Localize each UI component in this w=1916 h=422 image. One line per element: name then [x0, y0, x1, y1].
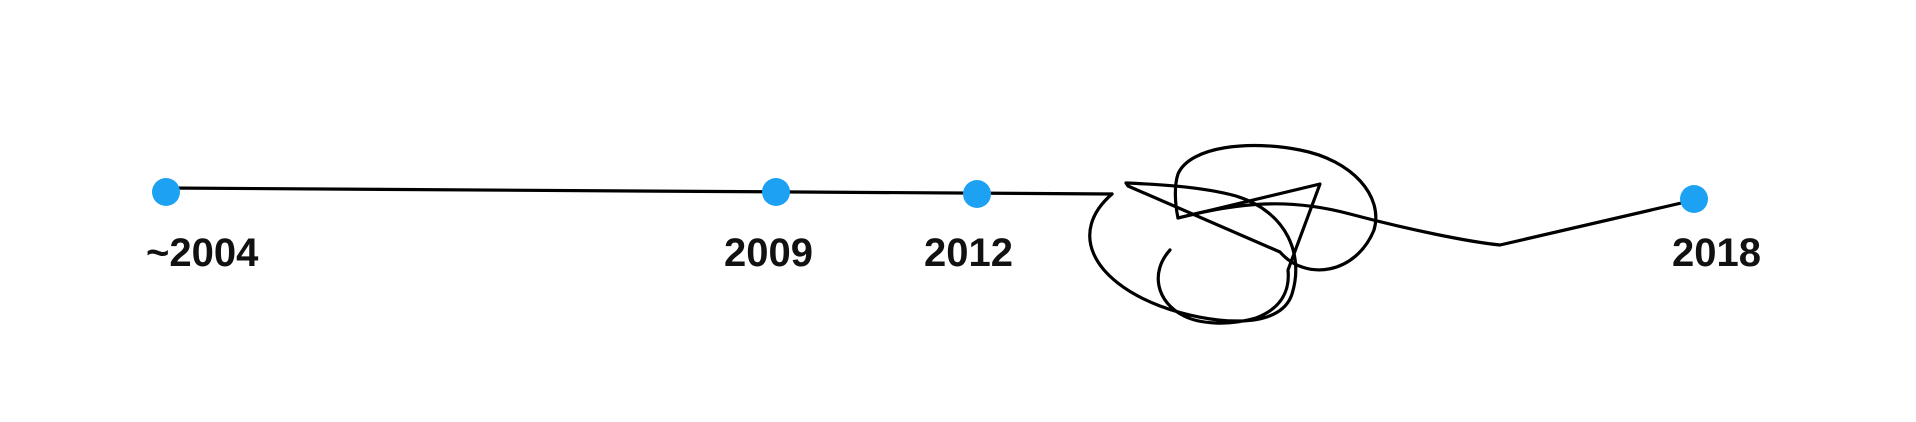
event-dot-2018 — [1680, 185, 1708, 213]
event-dot-2004 — [152, 178, 180, 206]
timeline-scribble — [1088, 143, 1378, 325]
timeline-line-exit — [1176, 199, 1692, 247]
event-dot-2009 — [762, 178, 790, 206]
timeline-line-straight — [164, 186, 1114, 196]
event-label-2009: 2009 — [724, 231, 813, 275]
event-dot-2012 — [963, 180, 991, 208]
event-label-2004: ~2004 — [146, 231, 259, 275]
event-label-2018: 2018 — [1672, 231, 1761, 275]
event-label-2012: 2012 — [924, 231, 1013, 275]
